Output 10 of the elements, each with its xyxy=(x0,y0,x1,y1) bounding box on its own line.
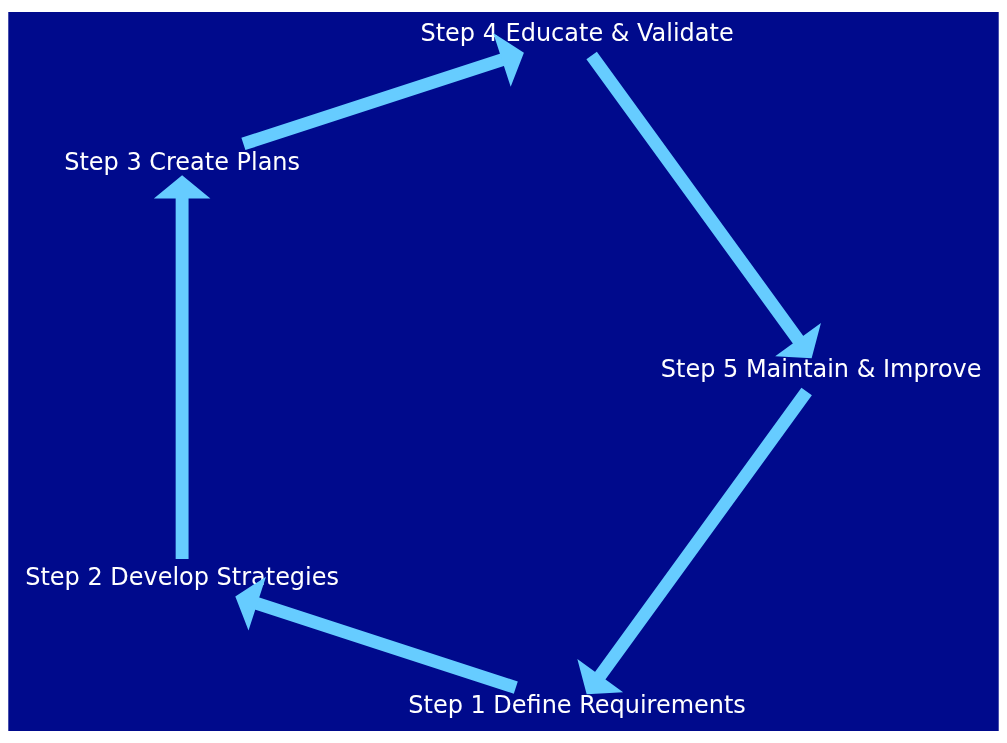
node-text: Step 2 Develop Strategies xyxy=(25,562,339,591)
arrow xyxy=(241,33,524,151)
arrow xyxy=(235,576,518,694)
arrow xyxy=(153,175,211,560)
node-text: Step 3 Create Plans xyxy=(64,147,301,176)
node-text: Step 4 Educate & Validate xyxy=(420,19,734,48)
arrow xyxy=(586,51,821,359)
node-text: Step 5 Maintain & Improve xyxy=(660,355,982,384)
arrow xyxy=(577,387,812,695)
node-text: Step 1 Define Requirements xyxy=(408,691,746,720)
